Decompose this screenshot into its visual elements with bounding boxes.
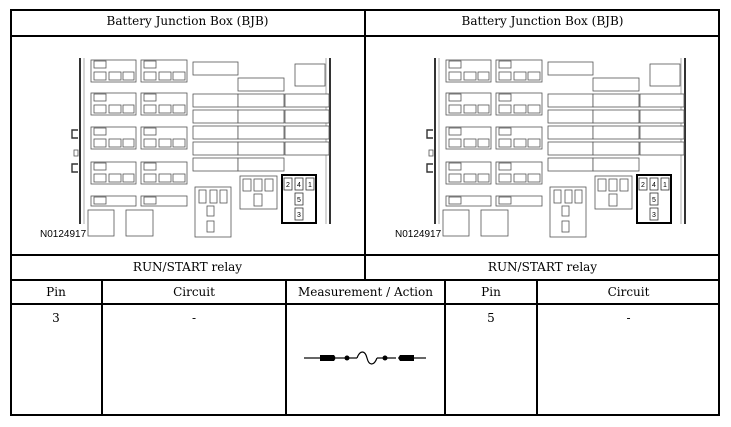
relay-pin-label: 2: [641, 182, 645, 189]
col-divider-3: [444, 279, 446, 416]
left-box-title: Battery Junction Box (BJB): [106, 14, 269, 28]
relay-pin-label: 2: [286, 182, 290, 189]
col-divider-center: [364, 9, 366, 280]
col-divider-1: [101, 279, 103, 416]
relay-pin-label: 4: [652, 182, 656, 189]
relay-pin-label: 3: [652, 212, 656, 219]
relay-pin-label: 5: [297, 197, 301, 204]
pin-a-value: 3: [52, 311, 60, 325]
right-relay-label: RUN/START relay: [487, 260, 598, 274]
right-bjb-diagram: 2 4 1 5 3 N0124917: [395, 58, 686, 240]
relay-pin-label: 3: [297, 212, 301, 219]
header-pin-1: Pin: [46, 285, 66, 299]
header-circuit-2: Circuit: [607, 285, 650, 299]
relay-pin-label: 4: [297, 182, 301, 189]
pin-b-value: 5: [487, 311, 495, 325]
left-relay-label: RUN/START relay: [132, 260, 243, 274]
right-diagram-code: N0124917: [395, 229, 442, 240]
header-measurement: Measurement / Action: [298, 285, 433, 299]
relay-pin-label: 1: [308, 182, 312, 189]
header-pin-2: Pin: [481, 285, 501, 299]
header-circuit-1: Circuit: [173, 285, 215, 299]
row-divider-header: [10, 303, 720, 305]
row-divider-relay: [10, 279, 720, 281]
left-diagram-code: N0124917: [40, 229, 87, 240]
left-bjb-diagram: 2 4 1 5 3 N0124917: [40, 58, 331, 240]
circuit-a-value: -: [191, 311, 197, 325]
col-divider-2: [285, 279, 287, 416]
relay-pin-label: 1: [663, 182, 667, 189]
circuit-b-value: -: [626, 311, 631, 325]
right-box-title: Battery Junction Box (BJB): [461, 14, 624, 28]
relay-pin-label: 5: [652, 197, 656, 204]
col-divider-4: [536, 279, 538, 416]
fuse-continuity-icon: [304, 351, 426, 365]
